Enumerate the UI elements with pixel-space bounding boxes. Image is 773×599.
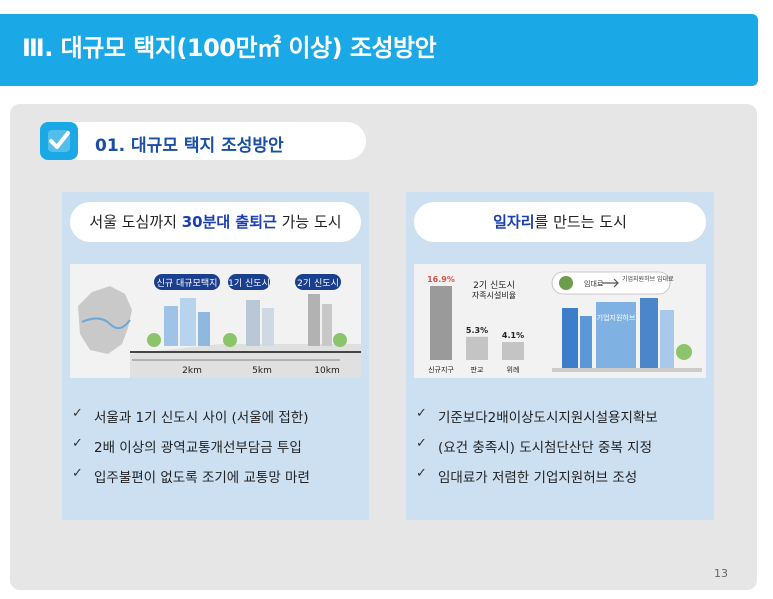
bar-위례 <box>502 342 524 360</box>
caption-line1: 2기 신도시 <box>473 280 515 291</box>
tree <box>676 344 692 360</box>
tag-gen2-label: 2기 신도시 <box>297 278 339 289</box>
commute-card-heading: 서울 도심까지 30분대 출퇴근 가능 도시 <box>70 202 361 242</box>
bullet-text: 임대료가 저렴한 기업지원허브 조성 <box>438 470 638 486</box>
river-line <box>81 317 131 330</box>
section-title: 01. 대규모 택지 조성방안 <box>95 136 284 156</box>
commute-card: 서울 도심까지 30분대 출퇴근 가능 도시 신규 대규모택지 1기 신도시 2… <box>62 192 369 520</box>
jobs-card-heading: 일자리를 만드는 도시 <box>414 202 706 242</box>
bullet-text: 입주불편이 없도록 조기에 교통망 마련 <box>94 470 310 486</box>
section-title-pill <box>40 122 366 160</box>
check-mark-icon: ✓ <box>72 406 83 421</box>
check-mark-icon: ✓ <box>72 466 83 481</box>
building <box>246 300 260 346</box>
tag-gen1 <box>228 274 270 290</box>
check-mark-icon: ✓ <box>416 436 427 451</box>
heading-post: 를 만드는 도시 <box>534 213 627 231</box>
distance-5km: 5km <box>252 366 272 376</box>
tree <box>147 333 161 347</box>
bar-category-label: 판교 <box>471 365 484 374</box>
building <box>322 304 332 346</box>
list-item: ✓ 입주불편이 없도록 조기에 교통망 마련 <box>72 466 363 496</box>
caption-line2: 자족시설비율 <box>472 290 516 300</box>
rent-label: 임대료 <box>584 280 604 288</box>
building-hub <box>596 302 636 368</box>
building <box>580 316 592 368</box>
commute-bullet-list: ✓ 서울과 1기 신도시 사이 (서울에 접한) ✓ 2배 이상의 광역교통개선부담… <box>72 406 363 496</box>
heading-pre: 서울 도심까지 <box>89 213 182 231</box>
bar-chart-group: 16.9% 신규지구 5.3% 판교 4.1% 위례 <box>427 275 524 374</box>
list-item: ✓ 기준보다2배이상도시지원시설용지확보 <box>416 406 708 436</box>
bar-value-label: 4.1% <box>502 331 524 340</box>
jobs-bullet-list: ✓ 기준보다2배이상도시지원시설용지확보 ✓ (요건 충족시) 도시첨단산단 중복 … <box>416 406 708 496</box>
commute-illustration-svg: 신규 대규모택지 1기 신도시 2기 신도시 2km 5km 10km <box>78 274 361 378</box>
bar-판교 <box>466 336 488 360</box>
bar-신규지구 <box>430 286 452 360</box>
heading-post: 가능 도시 <box>276 213 342 231</box>
arrow-right-icon <box>602 278 619 288</box>
check-mark-icon: ✓ <box>72 436 83 451</box>
bullet-text: 기준보다2배이상도시지원시설용지확보 <box>438 410 658 426</box>
hub-rent-label: 기업지원허브 임대료 <box>622 275 674 283</box>
bar-category-label: 신규지구 <box>428 365 454 374</box>
building <box>180 298 196 346</box>
header-bar: Ⅲ. 대규모 택지(100만㎡ 이상) 조성방안 <box>0 14 758 86</box>
building <box>164 306 178 346</box>
bullet-text: (요건 충족시) 도시첨단산단 중복 지정 <box>438 440 652 456</box>
tag-gen2 <box>295 274 341 290</box>
tag-new-site-label: 신규 대규모택지 <box>157 278 218 289</box>
building <box>660 310 674 368</box>
building <box>262 308 274 346</box>
bar-category-label: 위례 <box>507 365 520 374</box>
page-title: Ⅲ. 대규모 택지(100만㎡ 이상) 조성방안 <box>22 34 437 62</box>
list-item: ✓ 서울과 1기 신도시 사이 (서울에 접한) <box>72 406 363 436</box>
building <box>308 294 320 346</box>
distance-2km: 2km <box>182 366 202 376</box>
distance-10km: 10km <box>314 366 339 376</box>
tag-gen1-label: 1기 신도시 <box>228 278 270 289</box>
building <box>198 312 210 346</box>
page-number: 13 <box>714 567 728 580</box>
check-mark-icon: ✓ <box>416 406 427 421</box>
bullet-text: 2배 이상의 광역교통개선부담금 투입 <box>94 440 302 456</box>
list-item: ✓ 2배 이상의 광역교통개선부담금 투입 <box>72 436 363 466</box>
bar-value-label: 5.3% <box>466 326 488 335</box>
check-mark-icon: ✓ <box>416 466 427 481</box>
hub-sign: 기업지원허브 <box>597 313 636 322</box>
tree <box>223 333 237 347</box>
list-item: ✓ (요건 충족시) 도시첨단산단 중복 지정 <box>416 436 708 466</box>
checkbox-icon <box>40 122 78 160</box>
jobs-card: 일자리를 만드는 도시 2기 신도시 자족시설비율 16.9% 신규지구 5.3% 판… <box>406 192 714 520</box>
list-item: ✓ 임대료가 저렴한 기업지원허브 조성 <box>416 466 708 496</box>
building <box>640 298 658 368</box>
bar-value-label: 16.9% <box>427 275 455 284</box>
tag-new-site <box>154 274 220 290</box>
tree <box>333 333 347 347</box>
ground-line <box>552 368 702 372</box>
commute-illustration: 신규 대규모택지 1기 신도시 2기 신도시 2km 5km 10km <box>70 264 361 378</box>
building <box>562 308 578 368</box>
heading-highlight: 30분대 출퇴근 <box>181 213 277 231</box>
money-bag-icon <box>559 276 573 290</box>
bullet-text: 서울과 1기 신도시 사이 (서울에 접한) <box>94 410 309 426</box>
heading-highlight: 일자리 <box>493 213 535 231</box>
